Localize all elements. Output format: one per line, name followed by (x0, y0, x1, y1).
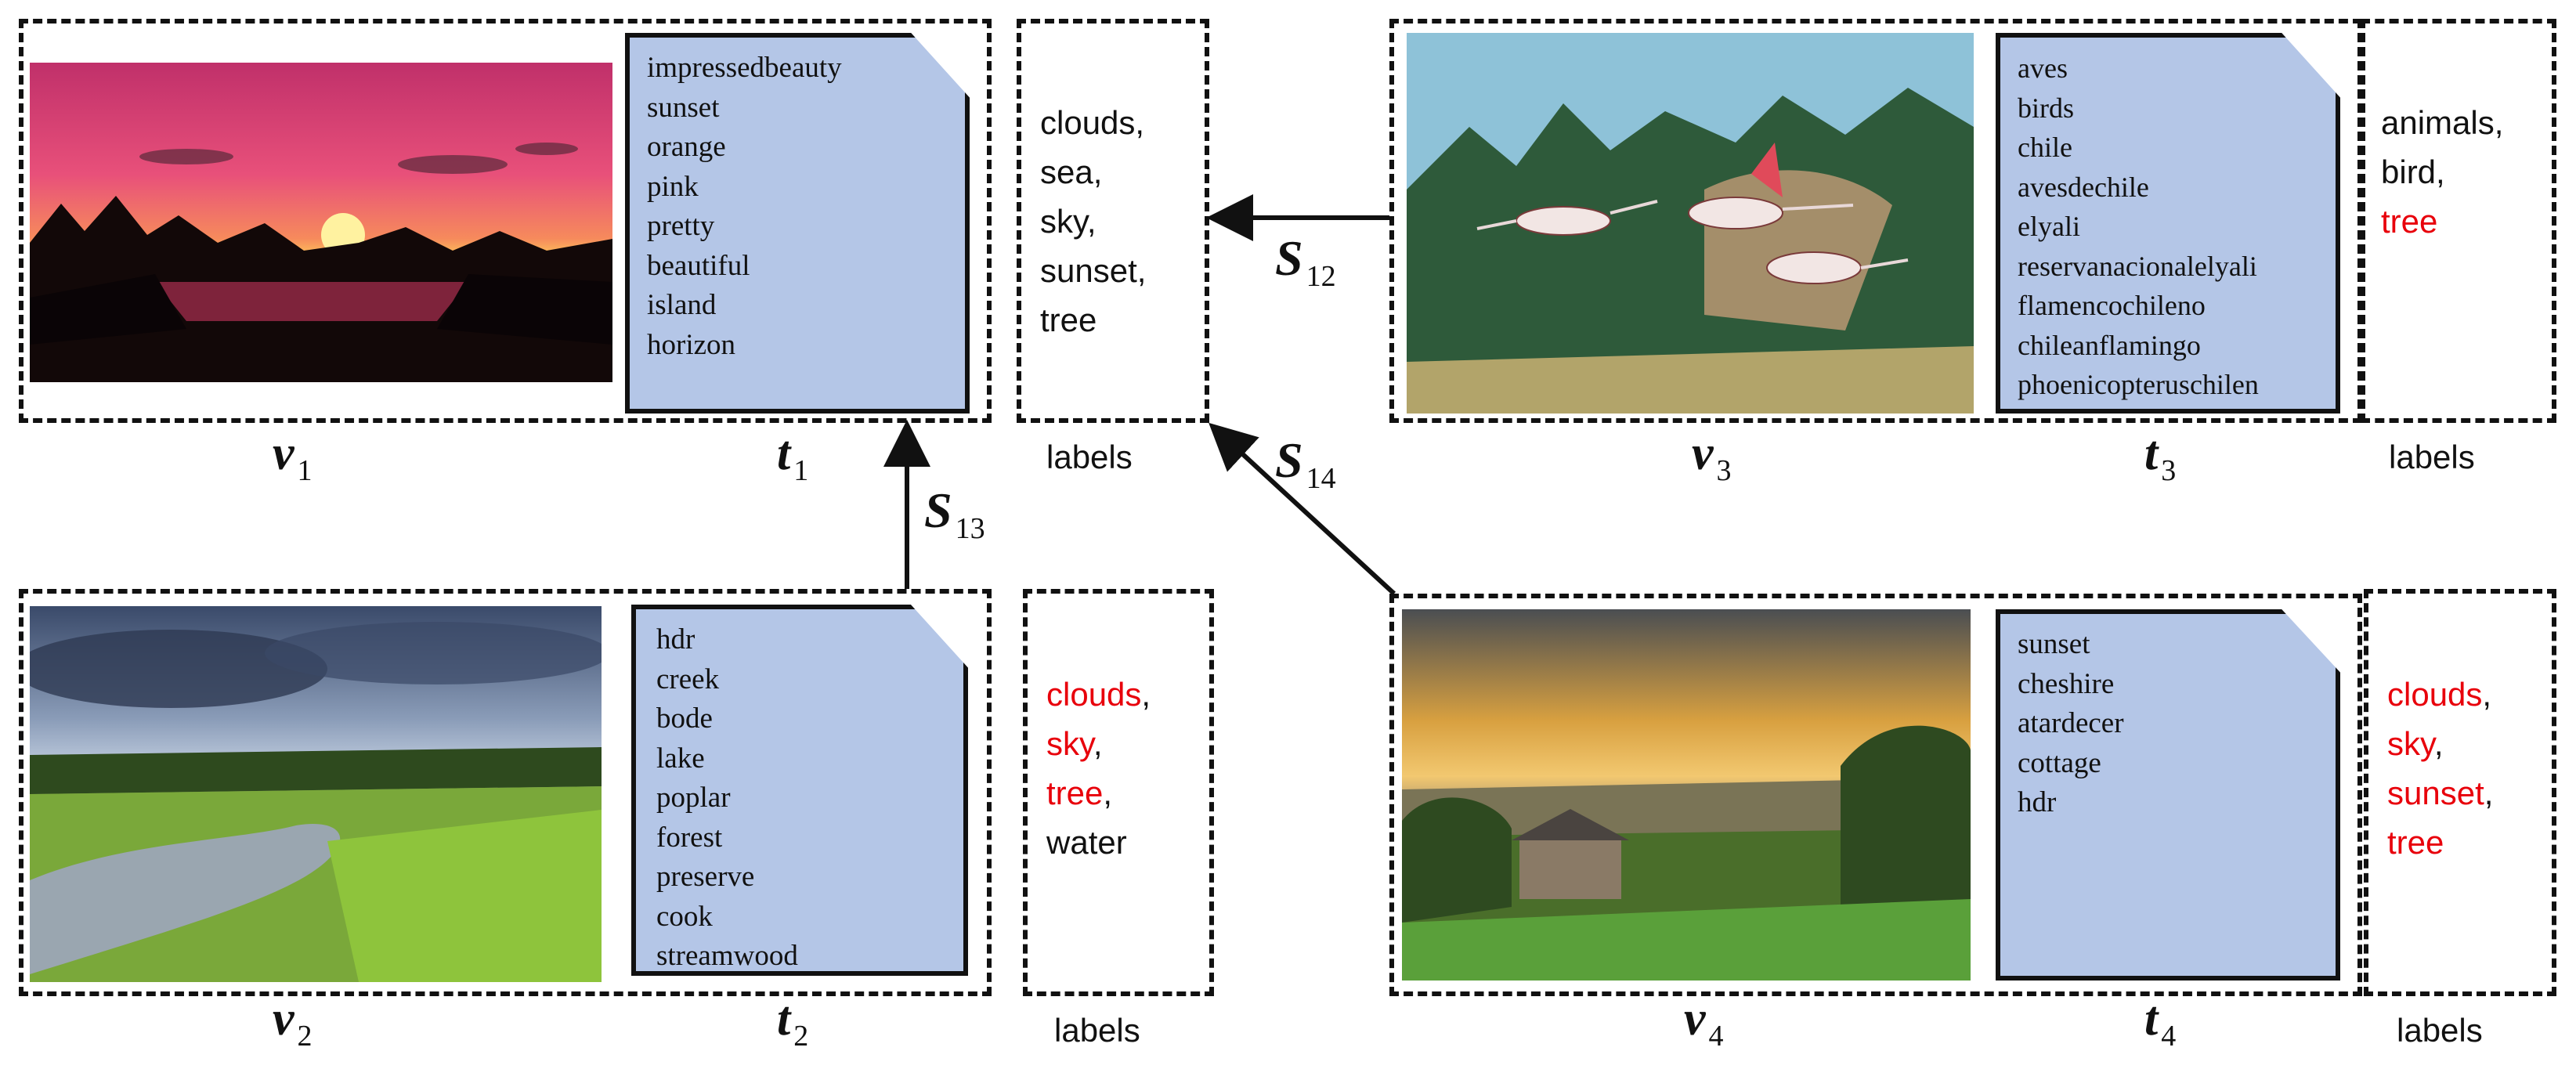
text-document-4: sunset cheshire atardecer cottage hdr (1996, 609, 2340, 981)
tag-item: pretty (647, 210, 715, 242)
labels-caption-2: labels (1054, 1012, 1140, 1049)
creek-landscape-photo (30, 606, 602, 982)
label-item: sky, (1040, 203, 1097, 240)
labels-list-3: animals, bird, tree (2381, 98, 2503, 246)
labels-list-2: clouds, sky, tree, water (1046, 670, 1151, 867)
pair-3-box (1389, 19, 2362, 423)
tag-list-3: aves birds chile avesdechile elyali rese… (2000, 38, 2336, 405)
labels-caption-3: labels (2389, 439, 2475, 475)
tag-list-4: sunset cheshire atardecer cottage hdr (2000, 614, 2336, 823)
labels-box-2 (1023, 589, 1214, 996)
label-item: tree (2381, 203, 2438, 240)
tag-item: island (647, 289, 717, 321)
text-document-3: aves birds chile avesdechile elyali rese… (1996, 33, 2340, 414)
labels-caption-1: labels (1046, 439, 1133, 475)
pair-2-box (19, 589, 992, 996)
tag-list-2: hdr creek bode lake poplar forest preser… (636, 609, 963, 976)
arrow-s14 (1209, 422, 1396, 596)
tag-item: orange (647, 131, 726, 163)
label-item: sunset, (2387, 775, 2494, 811)
label-item: sky, (2387, 725, 2444, 762)
tag-item: cook (656, 900, 713, 933)
labels-box-4 (2364, 589, 2556, 996)
tag-item: cheshire (2018, 667, 2115, 700)
tag-item: reservanacionalelyali (2018, 250, 2257, 282)
label-item: clouds, (1046, 676, 1151, 713)
tag-item: beautiful (647, 249, 750, 282)
label-item: clouds, (1040, 104, 1145, 141)
label-item: sunset, (1040, 252, 1147, 289)
tag-item: flamencochileno (2018, 290, 2206, 321)
tag-item: impressedbeauty (647, 52, 842, 84)
tag-item: horizon (647, 328, 736, 361)
text-document-1: impressedbeauty sunset orange pink prett… (625, 33, 970, 414)
tag-item: poplar (656, 782, 731, 814)
tag-item: chile (2018, 132, 2072, 163)
countryside-sunset-photo (1402, 609, 1971, 981)
tag-item: forest (656, 821, 723, 854)
tag-item: lake (656, 742, 705, 775)
pair-1-box (19, 19, 992, 423)
tag-item: creek (656, 663, 720, 695)
tag-item: hdr (2018, 786, 2057, 818)
label-item: tree (2387, 824, 2444, 861)
tag-item: preserve (656, 861, 755, 893)
tag-item: streamwood (656, 940, 798, 972)
tag-item: phoenicopteruschilen (2018, 369, 2259, 400)
tag-item: chileanflamingo (2018, 329, 2201, 361)
tag-item: cottage (2018, 746, 2101, 779)
tag-item: atardecer (2018, 707, 2124, 739)
labels-caption-4: labels (2397, 1012, 2483, 1049)
pair-4-box (1389, 594, 2362, 996)
flying-flamingos-photo (1407, 33, 1974, 414)
label-item: water (1046, 824, 1127, 861)
tag-list-1: impressedbeauty sunset orange pink prett… (630, 38, 965, 365)
tag-item: birds (2018, 92, 2074, 124)
tag-item: bode (656, 702, 713, 735)
label-item: bird, (2381, 153, 2445, 190)
tag-item: avesdechile (2018, 171, 2149, 203)
label-item: clouds, (2387, 676, 2492, 713)
tag-item: sunset (647, 91, 720, 124)
tag-item: pink (647, 170, 699, 203)
label-item: sea, (1040, 153, 1103, 190)
label-item: tree, (1046, 775, 1113, 811)
tag-item: sunset (2018, 628, 2090, 660)
label-item: tree (1040, 302, 1097, 338)
labels-list-4: clouds, sky, sunset, tree (2387, 670, 2493, 867)
tag-item: elyali (2018, 211, 2080, 242)
text-document-2: hdr creek bode lake poplar forest preser… (631, 605, 968, 976)
tag-item: aves (2018, 52, 2068, 84)
label-item: animals, (2381, 104, 2504, 141)
tag-item: hdr (656, 623, 695, 655)
labels-box-3 (2361, 19, 2556, 423)
label-item: sky, (1046, 725, 1103, 762)
sunset-over-island-photo (30, 63, 612, 382)
labels-list-1: clouds, sea, sky, sunset, tree (1040, 98, 1146, 345)
